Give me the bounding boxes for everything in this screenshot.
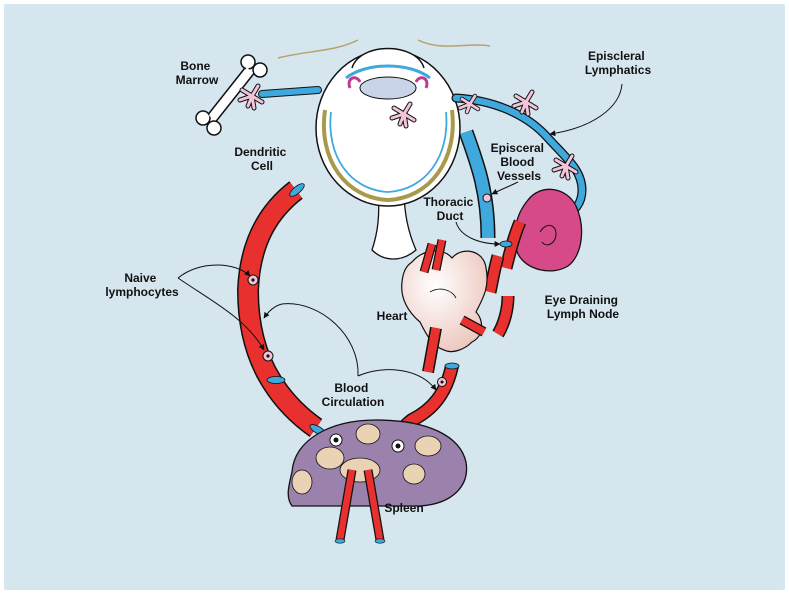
dendritic-cell-right-3: [551, 153, 579, 181]
cornea: [351, 47, 425, 69]
retina: [329, 111, 448, 193]
label-heart: Heart: [377, 309, 408, 323]
dendritic-cell-right-1: [457, 93, 481, 115]
label-spleen: Spleen: [384, 501, 423, 515]
ciliary-body-left: [347, 76, 362, 89]
optic-nerve: [371, 189, 417, 260]
eye: [277, 39, 491, 260]
eyelid-left: [277, 39, 359, 59]
label-dendritic-cell: Dendritic Cell: [234, 145, 289, 173]
eyeball: [315, 49, 461, 207]
label-naive-lymphocytes: Naive lymphocytes: [105, 271, 179, 299]
label-bone-marrow: Bone Marrow: [176, 59, 219, 87]
dendritic-cell-left: [237, 83, 265, 111]
arrow-thoracic-duct: [455, 221, 501, 247]
label-episcleral-lymphatics: Episcleral Lymphatics: [585, 49, 652, 77]
lens: [359, 76, 417, 100]
label-blood-circulation: Blood Circulation: [322, 381, 385, 409]
thoracic-duct-vessels: [483, 219, 527, 338]
arrow-blood-vessels: [491, 181, 519, 195]
arrow-lymphatics: [549, 83, 623, 137]
dendritic-cell-eye: [389, 101, 417, 129]
background-panel: [4, 4, 785, 590]
choroid: [321, 109, 455, 203]
arrow-circulation-right: [357, 369, 437, 391]
ciliary-body-right: [414, 76, 429, 89]
arrow-lymphocyte-upper: [177, 264, 251, 279]
eyelid-right: [417, 39, 491, 47]
dendritic-cell-right-2: [511, 89, 539, 117]
heart: [401, 239, 488, 374]
label-episceral-blood-vessels: Episceral Blood Vessels: [491, 141, 548, 183]
arrow-lymphocyte-lower: [177, 277, 265, 351]
episceral-blood-vessel: [458, 129, 496, 239]
arrow-circulation-left: [263, 303, 359, 377]
annotation-arrows: [177, 83, 623, 391]
label-eye-draining-lymph-node: Eye Draining Lymph Node: [545, 293, 622, 321]
iris: [345, 64, 431, 80]
episcleral-lymphatic-vessel: [451, 93, 587, 221]
bone-icon: [195, 54, 268, 136]
spleen: [287, 419, 468, 544]
label-thoracic-duct: Thoracic Duct: [423, 195, 476, 223]
